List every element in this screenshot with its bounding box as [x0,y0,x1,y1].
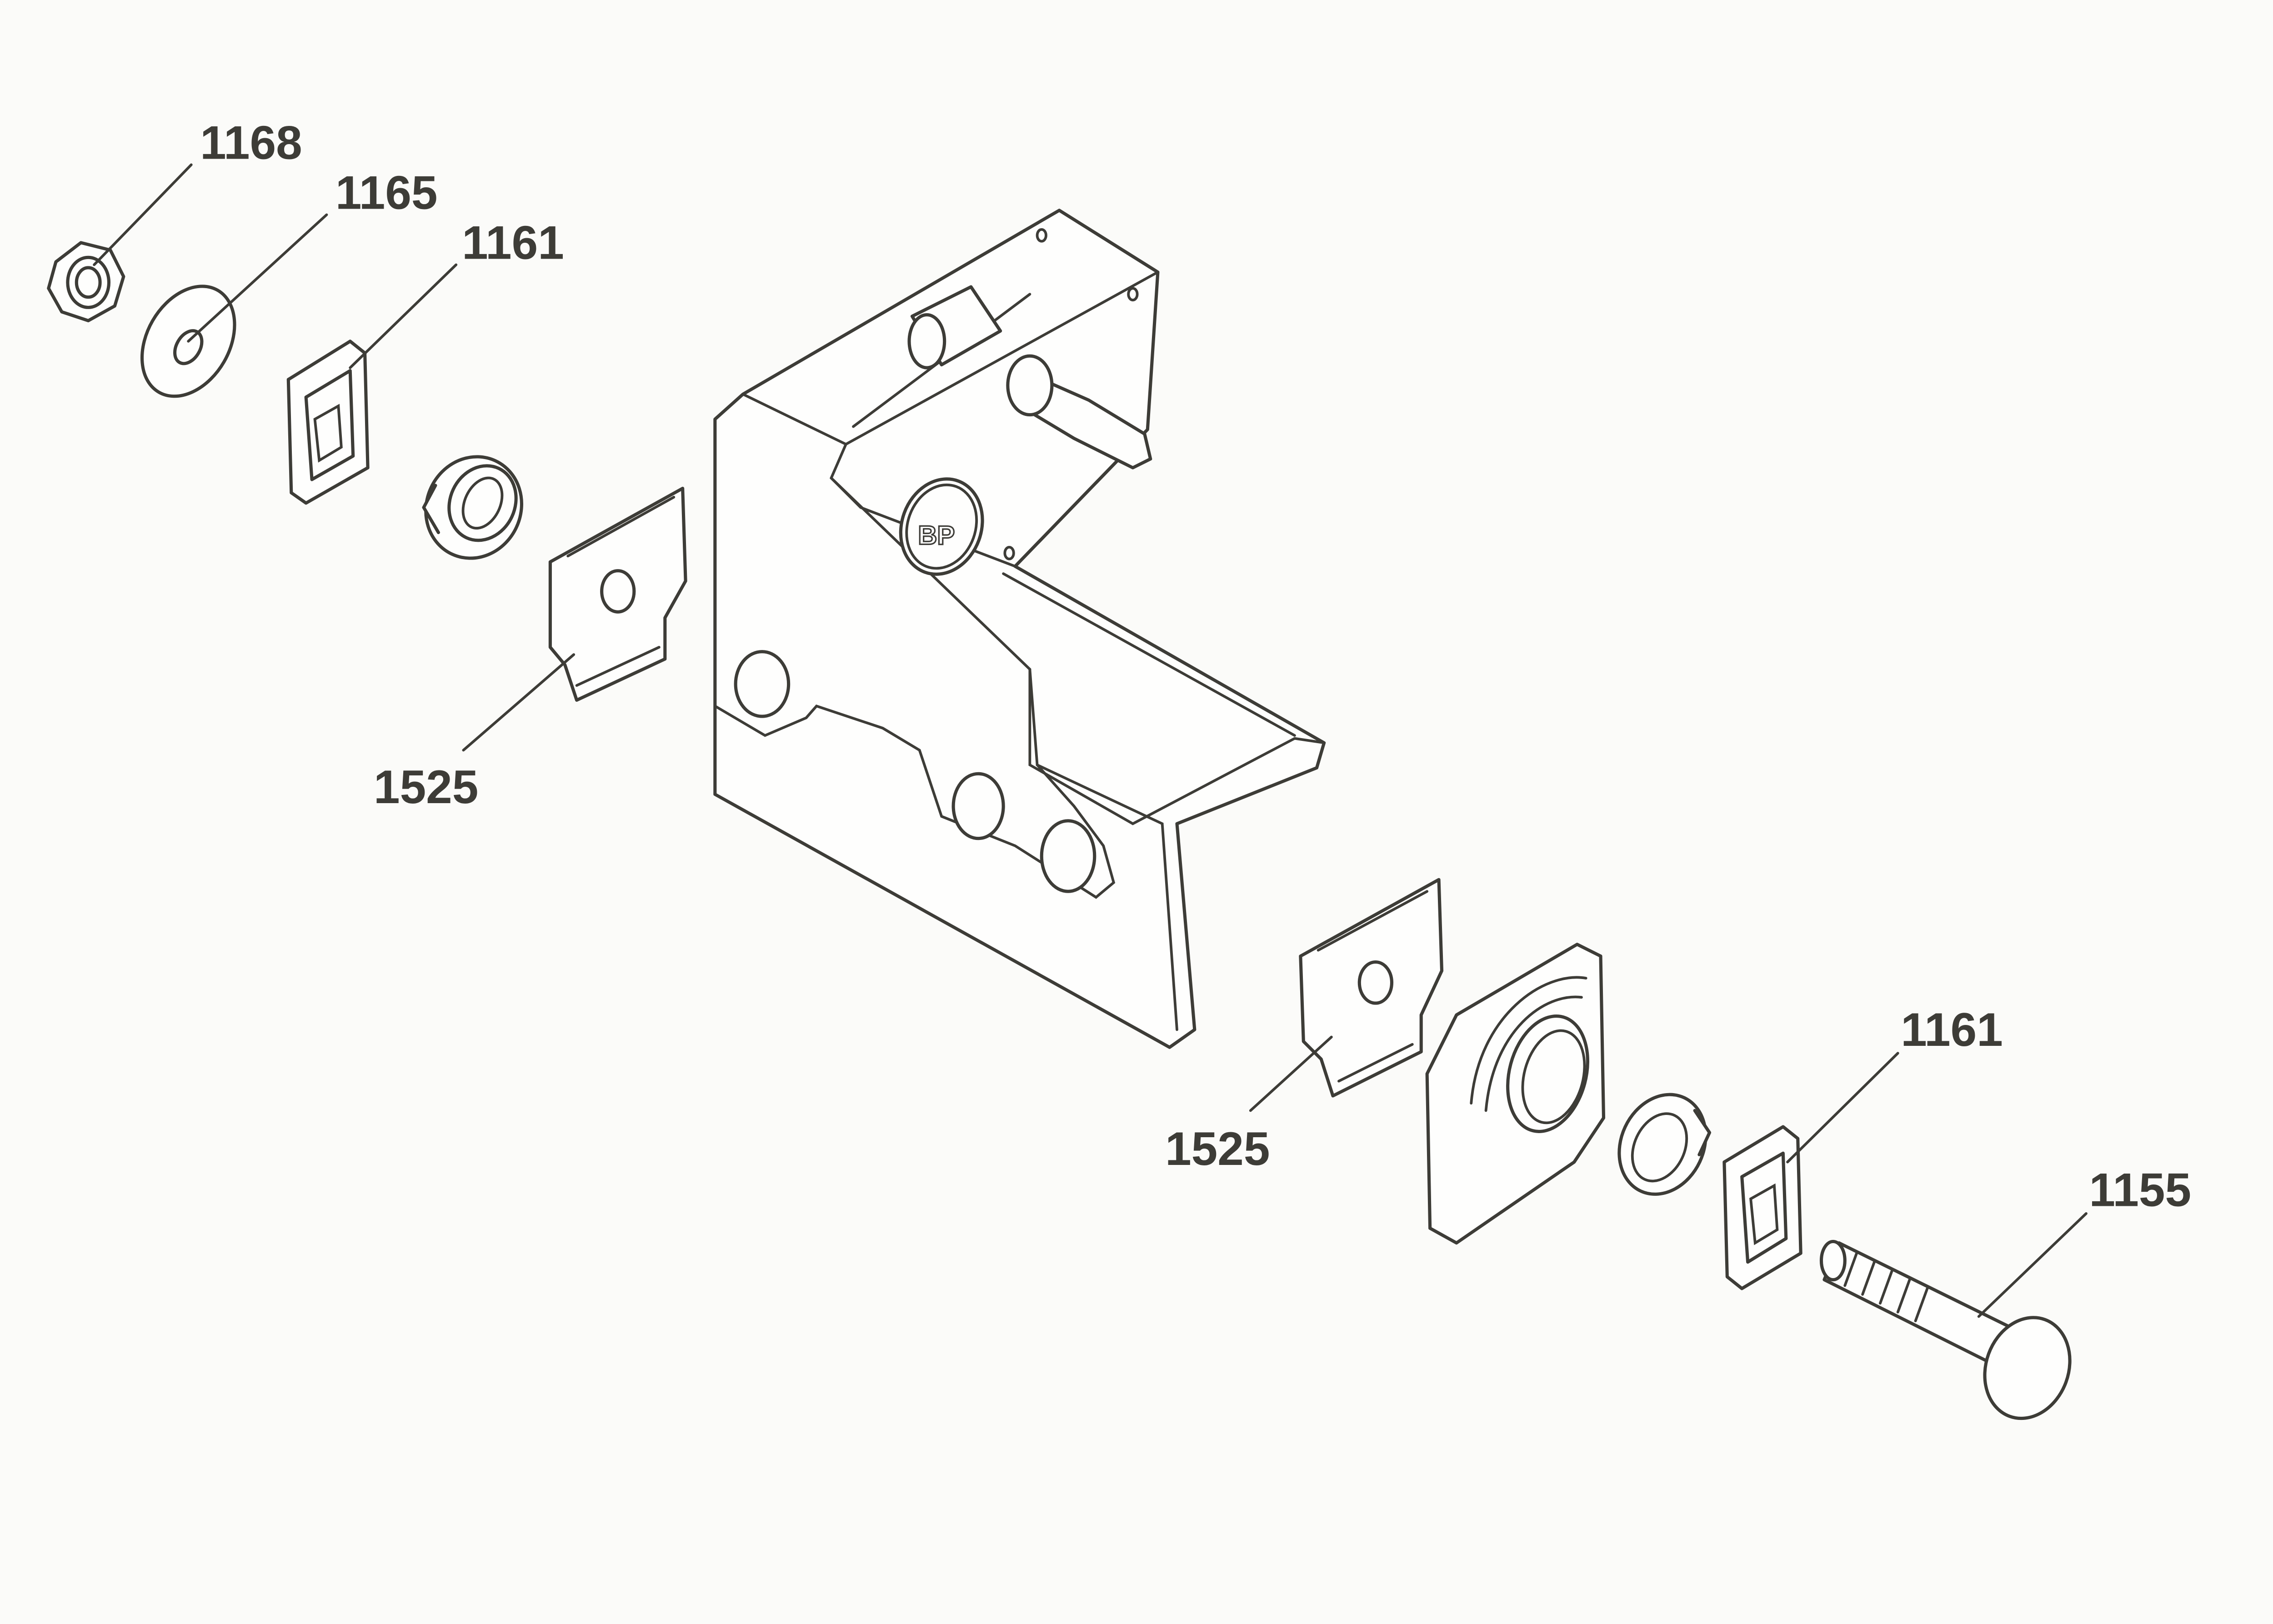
callout-label-1155: 1155 [2089,1164,2191,1216]
bushing-right [1617,1093,1712,1196]
shim-left [548,486,687,702]
callout-label-1525-left: 1525 [374,760,478,813]
leader-lines [93,163,2088,1318]
carriage-bolt [1819,1239,2072,1420]
callout-label-1165: 1165 [335,166,438,219]
svg-text:BP: BP [918,520,955,550]
callout-label-1161-left: 1161 [462,216,564,269]
callout-label-1168: 1168 [200,116,302,169]
cam-plate [1425,943,1606,1245]
bushing-left [422,455,523,560]
bracket-housing: BP [713,209,1326,1049]
callout-label-1161-right: 1161 [1901,1003,2003,1056]
clip-left [286,340,370,505]
callout-label-1525-right: 1525 [1165,1122,1270,1175]
clip-right [1722,1125,1802,1290]
shim-right [1299,878,1444,1098]
bpw-logo: BP [899,477,984,576]
parts-diagram: BP 1168 1165 1161 [47,116,2191,1420]
hex-nut [47,241,125,323]
